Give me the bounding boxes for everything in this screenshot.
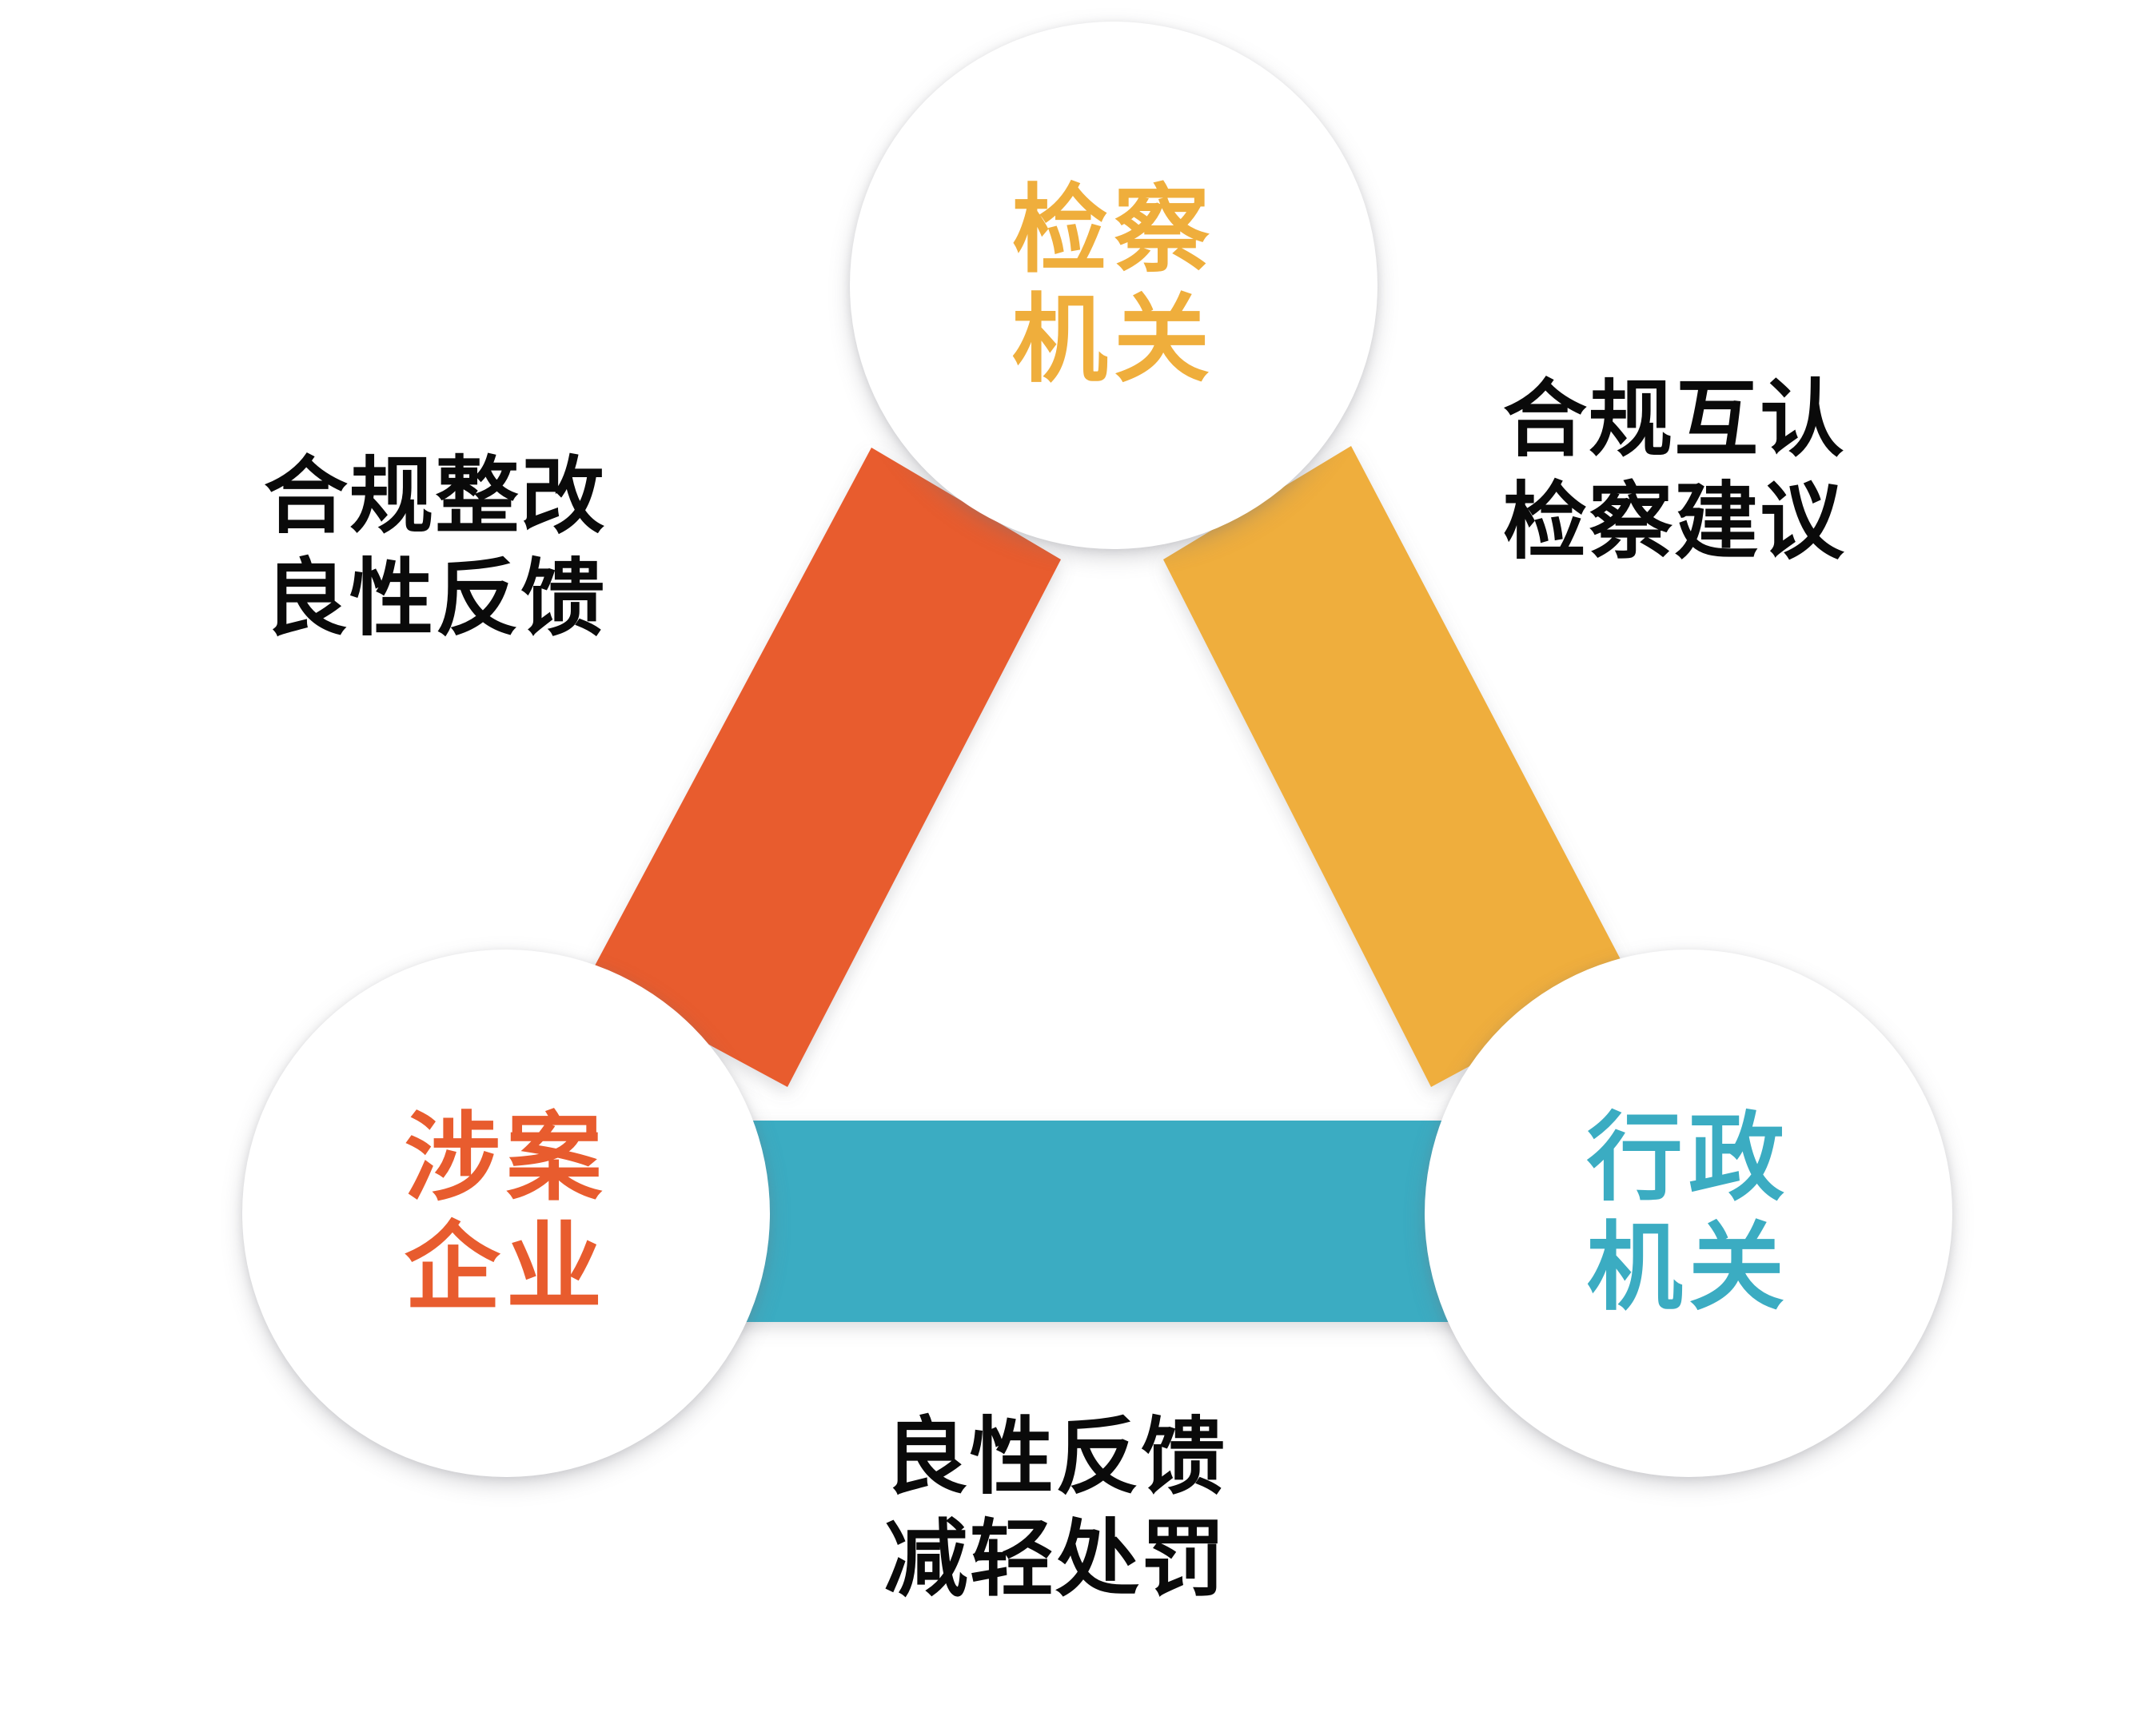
node-enterprise[interactable]: 涉案 企业 bbox=[242, 950, 770, 1477]
node-enterprise-line-2: 企业 bbox=[404, 1214, 608, 1321]
node-administrative-line-2: 机关 bbox=[1586, 1214, 1791, 1321]
node-prosecutor[interactable]: 检察 机关 bbox=[850, 22, 1377, 549]
edge-label-prosecutor-administrative: 合规互认 检察建议 bbox=[1503, 369, 1845, 574]
edge-label-enterprise-administrative: 良性反馈 减轻处罚 bbox=[847, 1407, 1263, 1611]
edge-label-prosecutor-enterprise-line-2: 良性反馈 bbox=[264, 552, 607, 647]
node-prosecutor-line-1: 检察 bbox=[1011, 177, 1216, 285]
connector-prosecutor-enterprise bbox=[588, 448, 1061, 1087]
edge-label-enterprise-administrative-line-2: 减轻处罚 bbox=[883, 1513, 1227, 1607]
edge-label-prosecutor-administrative-line-1: 合规互认 bbox=[1503, 373, 1846, 467]
node-administrative[interactable]: 行政 机关 bbox=[1425, 950, 1952, 1477]
node-enterprise-line-1: 涉案 bbox=[404, 1105, 608, 1212]
edge-label-prosecutor-enterprise: 合规整改 良性反馈 bbox=[264, 446, 606, 651]
edge-label-prosecutor-enterprise-line-1: 合规整改 bbox=[264, 450, 607, 543]
connector-enterprise-administrative bbox=[656, 1121, 1551, 1322]
connector-prosecutor-administrative bbox=[1163, 446, 1631, 1087]
edge-label-enterprise-administrative-line-1: 良性反馈 bbox=[883, 1411, 1227, 1504]
node-prosecutor-line-2: 机关 bbox=[1011, 286, 1216, 393]
edge-label-prosecutor-administrative-line-2: 检察建议 bbox=[1503, 476, 1846, 570]
node-administrative-line-1: 行政 bbox=[1586, 1105, 1791, 1212]
